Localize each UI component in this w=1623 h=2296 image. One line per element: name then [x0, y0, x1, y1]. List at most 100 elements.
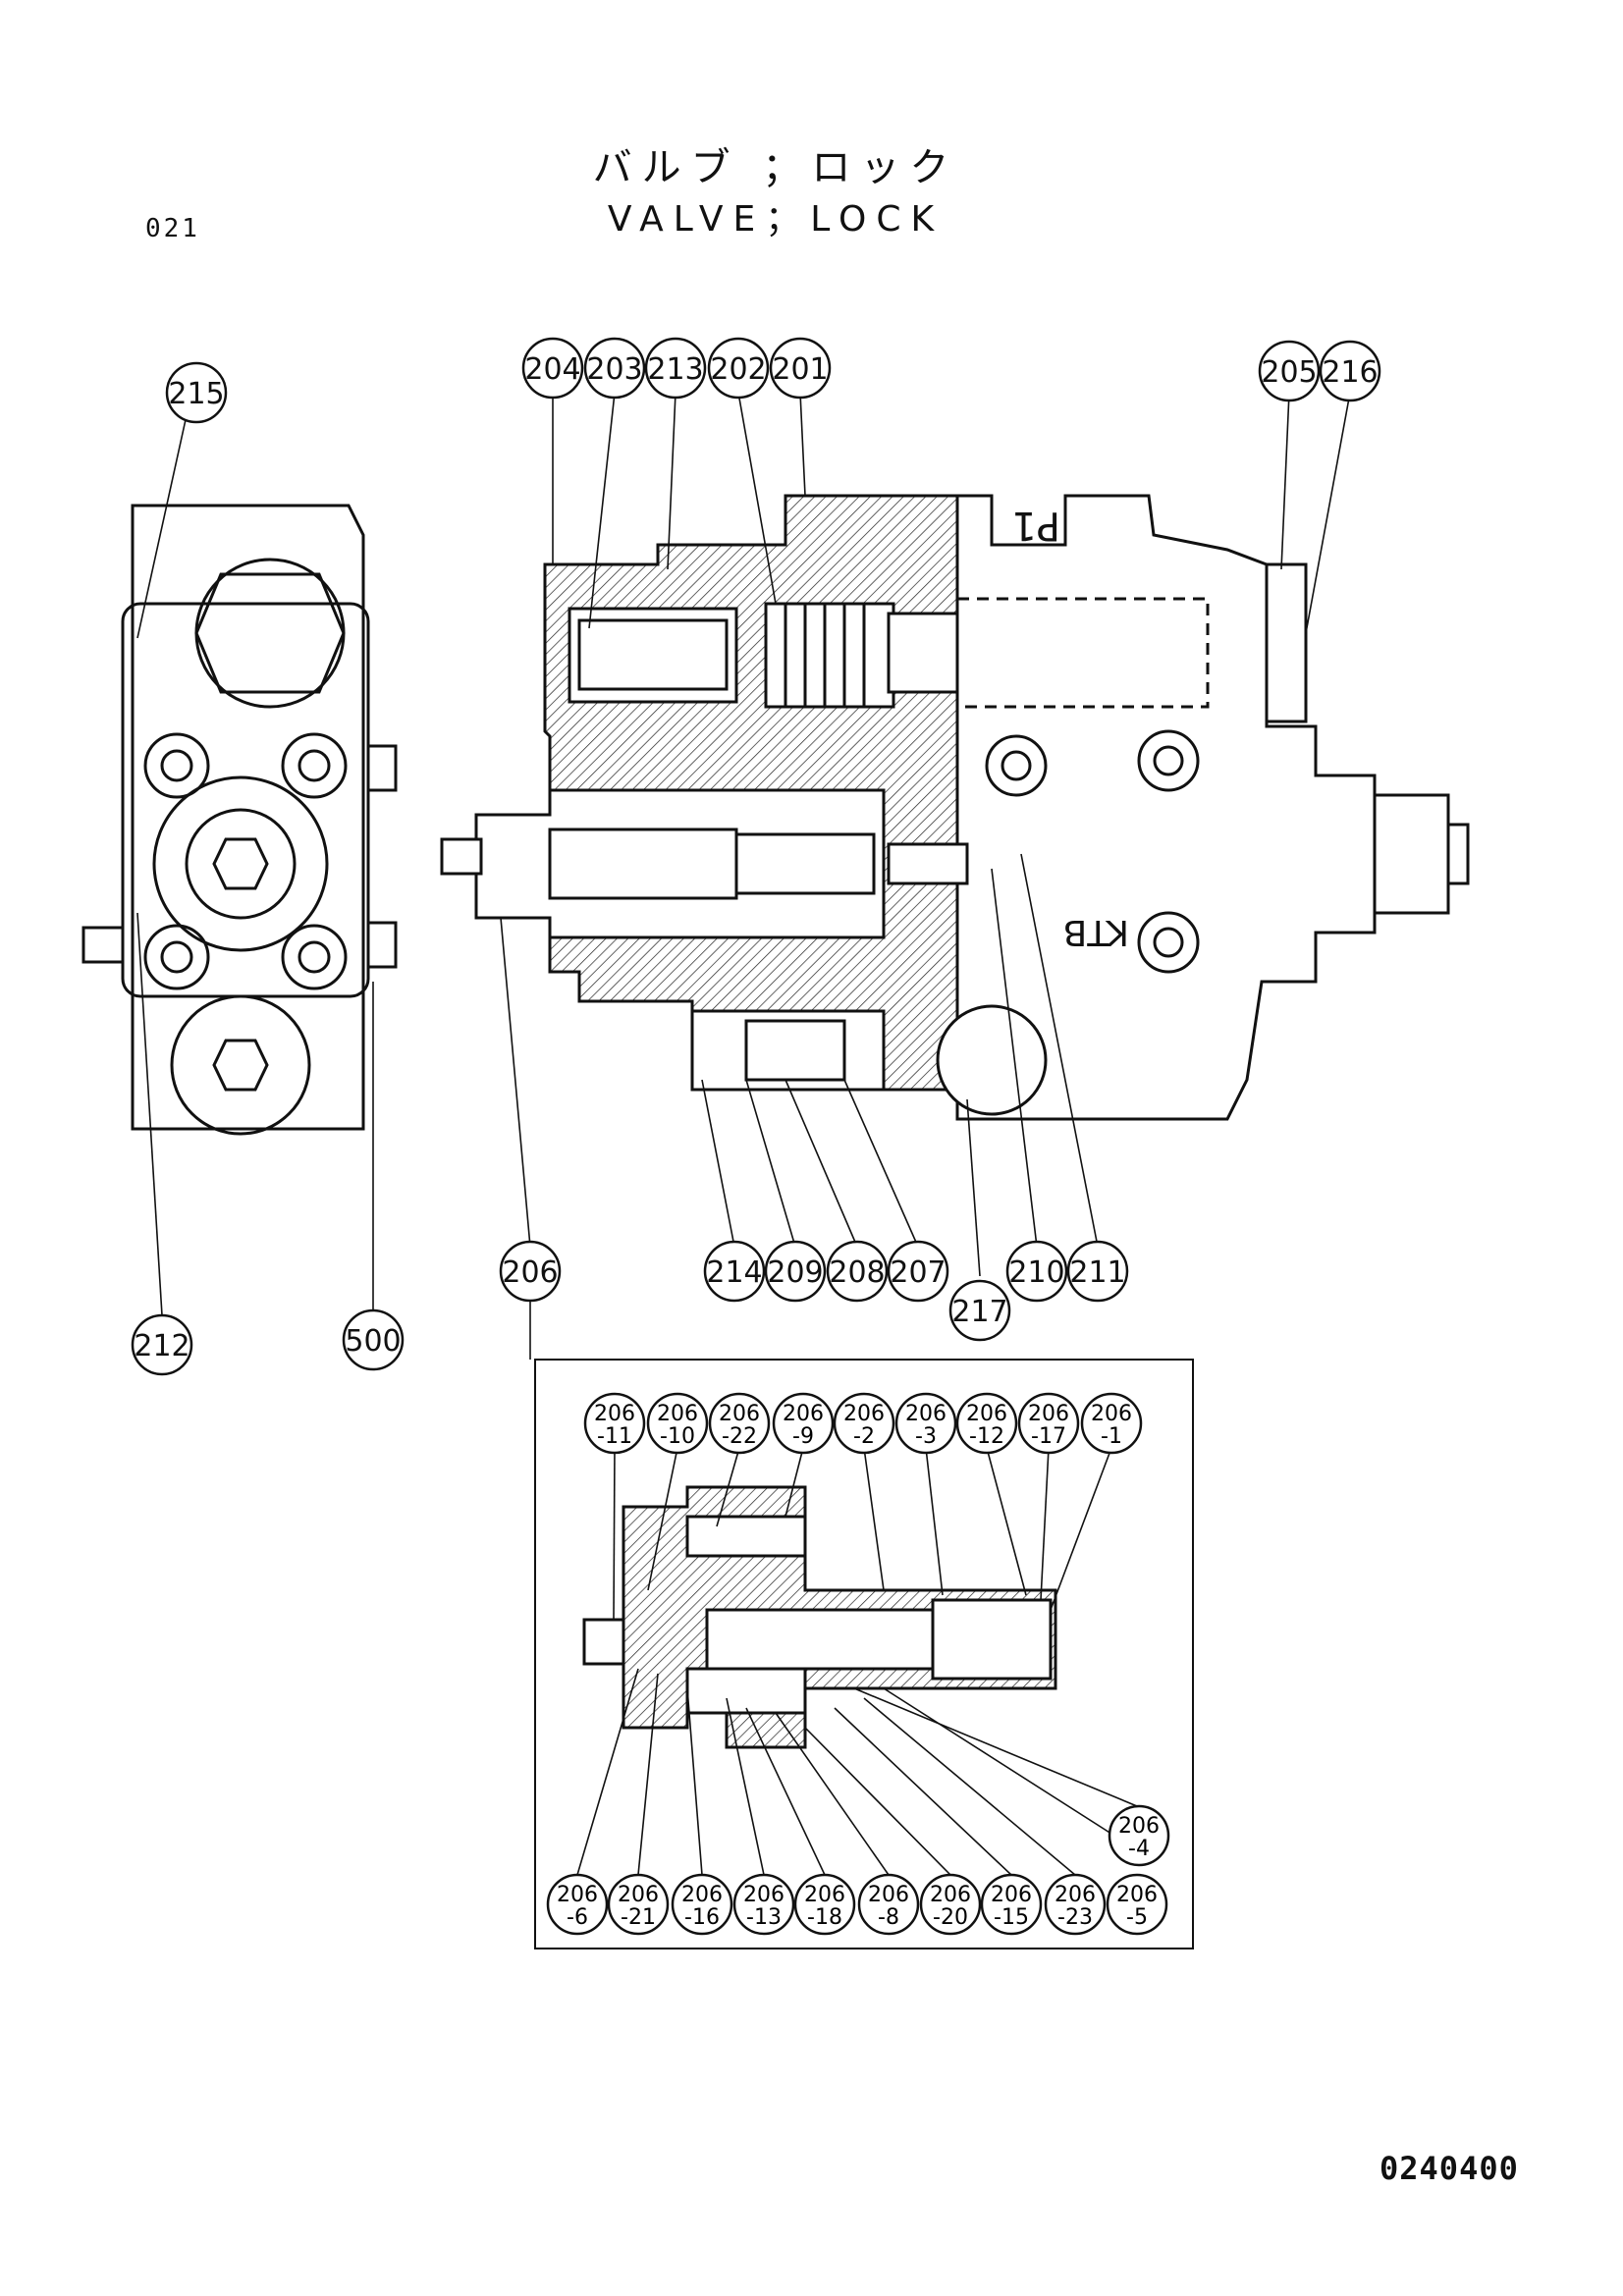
side-view — [81, 504, 398, 1136]
detail-callout-suffix: -8 — [878, 1905, 899, 1930]
callout-209: 209 — [764, 1240, 827, 1303]
callout-203: 203 — [583, 337, 646, 400]
detail-callout-206-3: 206-3 — [894, 1392, 957, 1455]
detail-callout-206-20: 206-20 — [919, 1873, 982, 1936]
callout-215: 215 — [165, 361, 228, 424]
leader-lines — [136, 392, 1351, 1876]
detail-callout-suffix: -16 — [684, 1905, 720, 1930]
detail-callout-206-1: 206-1 — [1080, 1392, 1143, 1455]
callout-213: 213 — [644, 337, 707, 400]
callout-217: 217 — [948, 1279, 1011, 1342]
detail-callout-number: 206 — [1116, 1883, 1158, 1907]
detail-callout-number: 206 — [618, 1883, 659, 1907]
svg-text:203: 203 — [586, 352, 642, 387]
svg-text:213: 213 — [647, 352, 703, 387]
detail-callout-206-10: 206-10 — [646, 1392, 709, 1455]
detail-callout-suffix: -10 — [660, 1424, 695, 1449]
detail-callout-206-22: 206-22 — [708, 1392, 771, 1455]
detail-callout-206-4: 206-4 — [1108, 1804, 1170, 1867]
detail-callout-206-12: 206-12 — [955, 1392, 1018, 1455]
detail-callout-206-11: 206-11 — [583, 1392, 646, 1455]
detail-callout-206-16: 206-16 — [671, 1873, 733, 1936]
callout-211: 211 — [1066, 1240, 1129, 1303]
callout-208: 208 — [826, 1240, 889, 1303]
svg-text:201: 201 — [772, 352, 828, 387]
svg-text:217: 217 — [951, 1295, 1007, 1329]
title-english: VALVE；LOCK — [607, 199, 945, 240]
detail-callout-number: 206 — [719, 1402, 760, 1426]
detail-callout-suffix: -18 — [807, 1905, 842, 1930]
detail-callout-suffix: -11 — [597, 1424, 632, 1449]
detail-callout-suffix: -12 — [969, 1424, 1004, 1449]
detail-callout-206-23: 206-23 — [1044, 1873, 1107, 1936]
title-japanese: バルブ ；ロック — [592, 145, 959, 190]
detail-callout-suffix: -2 — [853, 1424, 875, 1449]
detail-callout-206-21: 206-21 — [607, 1873, 670, 1936]
detail-callout-206-5: 206-5 — [1106, 1873, 1168, 1936]
main-section-view — [440, 494, 1470, 1121]
detail-callout-number: 206 — [991, 1883, 1032, 1907]
detail-callout-number: 206 — [657, 1402, 698, 1426]
detail-callout-number: 206 — [1028, 1402, 1069, 1426]
svg-text:216: 216 — [1322, 355, 1378, 390]
callout-204: 204 — [521, 337, 584, 400]
detail-callouts: 206-11206-10206-22206-9206-2206-3206-122… — [546, 1392, 1170, 1936]
detail-callout-suffix: -4 — [1128, 1837, 1150, 1861]
svg-text:214: 214 — [706, 1255, 762, 1290]
detail-view-206 — [534, 1359, 1194, 1949]
svg-text:207: 207 — [890, 1255, 946, 1290]
detail-callout-number: 206 — [930, 1883, 971, 1907]
svg-text:208: 208 — [829, 1255, 885, 1290]
detail-callout-206-2: 206-2 — [833, 1392, 895, 1455]
svg-text:211: 211 — [1069, 1255, 1125, 1290]
svg-text:209: 209 — [767, 1255, 823, 1290]
detail-callout-suffix: -20 — [933, 1905, 968, 1930]
detail-callout-suffix: -23 — [1057, 1905, 1093, 1930]
svg-text:206: 206 — [502, 1255, 558, 1290]
detail-callout-suffix: -3 — [915, 1424, 937, 1449]
port-marking-p1: P1 — [1011, 503, 1060, 548]
callout-206: 206 — [499, 1240, 562, 1303]
detail-callout-suffix: -5 — [1126, 1905, 1148, 1930]
detail-callout-206-6: 206-6 — [546, 1873, 609, 1936]
callout-216: 216 — [1319, 340, 1381, 402]
detail-callout-number: 206 — [743, 1883, 784, 1907]
detail-callout-206-17: 206-17 — [1017, 1392, 1080, 1455]
svg-text:205: 205 — [1261, 355, 1317, 390]
page-code: 021 — [145, 214, 200, 243]
callout-214: 214 — [703, 1240, 766, 1303]
svg-text:204: 204 — [524, 352, 580, 387]
detail-callout-suffix: -21 — [621, 1905, 656, 1930]
detail-callout-number: 206 — [681, 1883, 723, 1907]
svg-text:210: 210 — [1008, 1255, 1064, 1290]
detail-callout-suffix: -17 — [1031, 1424, 1066, 1449]
svg-text:202: 202 — [710, 352, 766, 387]
detail-callout-number: 206 — [1091, 1402, 1132, 1426]
callout-207: 207 — [887, 1240, 949, 1303]
detail-callout-206-8: 206-8 — [857, 1873, 920, 1936]
svg-text:212: 212 — [134, 1329, 189, 1363]
detail-callout-number: 206 — [783, 1402, 824, 1426]
detail-callout-suffix: -1 — [1101, 1424, 1122, 1449]
callout-205: 205 — [1258, 340, 1321, 402]
detail-callout-suffix: -9 — [792, 1424, 814, 1449]
callouts: 215 212 500 204 203 213 202 201 205 216 … — [131, 337, 1381, 1376]
detail-callout-206-13: 206-13 — [732, 1873, 795, 1936]
detail-callout-number: 206 — [557, 1883, 598, 1907]
detail-callout-number: 206 — [966, 1402, 1007, 1426]
callout-202: 202 — [707, 337, 770, 400]
svg-text:500: 500 — [345, 1324, 401, 1359]
callout-210: 210 — [1005, 1240, 1068, 1303]
detail-callout-number: 206 — [594, 1402, 635, 1426]
callout-500: 500 — [342, 1308, 405, 1371]
detail-callout-number: 206 — [905, 1402, 947, 1426]
detail-callout-206-9: 206-9 — [772, 1392, 835, 1455]
detail-callout-suffix: -15 — [994, 1905, 1029, 1930]
detail-callout-suffix: -6 — [567, 1905, 588, 1930]
svg-text:215: 215 — [168, 377, 224, 411]
detail-callout-206-18: 206-18 — [793, 1873, 856, 1936]
detail-callout-number: 206 — [843, 1402, 885, 1426]
document-number: 0240400 — [1380, 2150, 1519, 2187]
detail-callout-suffix: -13 — [746, 1905, 782, 1930]
